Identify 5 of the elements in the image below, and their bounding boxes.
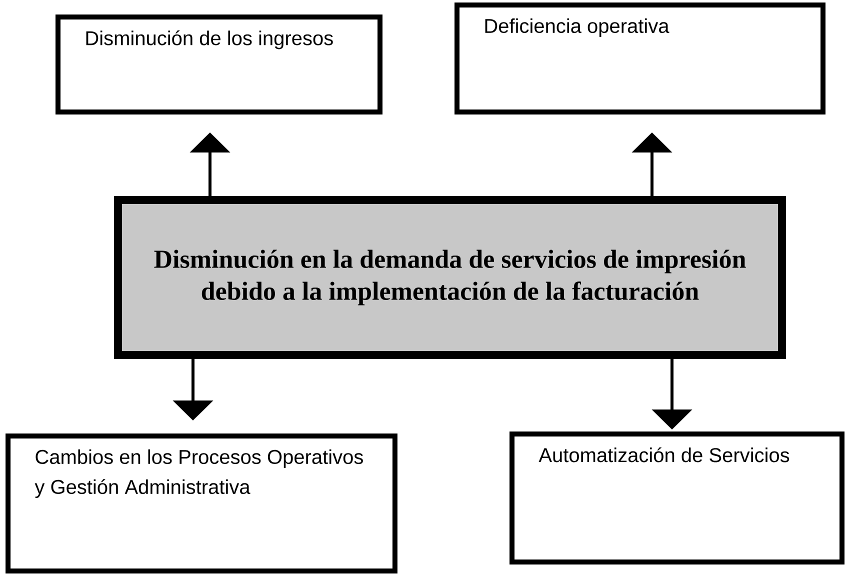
problem-box: Disminución en la demanda de servicios de impresión debido a la implementación de la facturación	[114, 196, 786, 359]
cause-box: Automatización de Servicios	[510, 432, 844, 564]
effect-box: Disminución de los ingresos	[56, 14, 382, 114]
effect-box: Deficiencia operativa	[454, 2, 826, 114]
cause-box: Cambios en los Procesos Operativos y Gestión Administrativa	[6, 434, 398, 574]
